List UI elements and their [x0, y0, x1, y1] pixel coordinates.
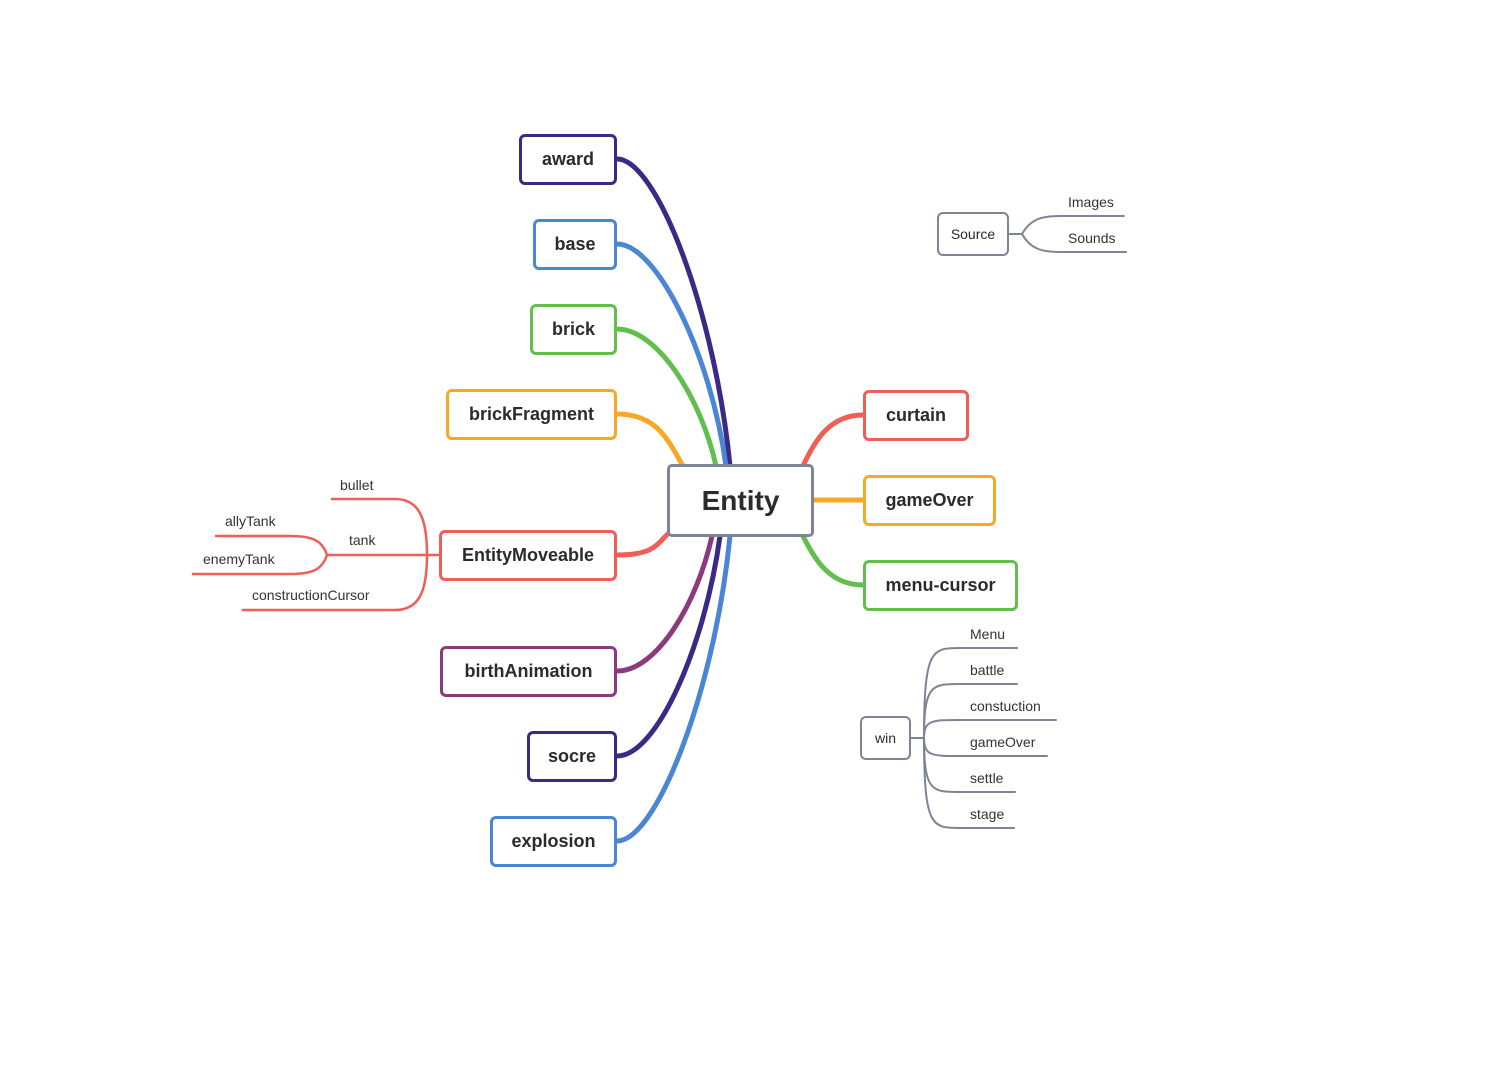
connector-base [614, 241, 729, 469]
connector-curtain [800, 412, 866, 469]
leaf-win-battle[interactable]: battle [970, 662, 1005, 678]
connector-images [1021, 215, 1125, 235]
leaf-sounds[interactable]: Sounds [1068, 230, 1116, 246]
connector-construction-cursor [241, 553, 429, 612]
node-source[interactable]: Source [937, 212, 1009, 256]
leaf-win-settle[interactable]: settle [970, 770, 1004, 786]
node-brick[interactable]: brick [530, 304, 617, 355]
connector-ally-tank [214, 534, 329, 557]
connector-enemy-tank [191, 553, 329, 576]
connector-sounds [1021, 233, 1127, 253]
leaf-construction-cursor[interactable]: constructionCursor [252, 587, 370, 603]
node-menu-cursor[interactable]: menu-cursor [863, 560, 1018, 611]
node-brick-fragment[interactable]: brickFragment [446, 389, 617, 440]
leaf-enemy-tank[interactable]: enemyTank [203, 551, 275, 567]
leaf-win-menu[interactable]: Menu [970, 626, 1006, 642]
leaf-bullet[interactable]: bullet [340, 477, 374, 493]
connector-bullet [330, 497, 429, 557]
leaf-ally-tank[interactable]: allyTank [225, 513, 276, 529]
connector-menu-cursor [800, 533, 866, 588]
node-socre[interactable]: socre [527, 731, 617, 782]
leaf-images[interactable]: Images [1068, 194, 1114, 210]
node-game-over[interactable]: gameOver [863, 475, 996, 526]
node-entity-moveable[interactable]: EntityMoveable [439, 530, 617, 581]
leaf-win-constuction[interactable]: constuction [970, 698, 1041, 714]
root-node-entity[interactable]: Entity [667, 464, 814, 537]
node-explosion[interactable]: explosion [490, 816, 617, 867]
node-win[interactable]: win [860, 716, 911, 760]
leaf-win-gameover[interactable]: gameOver [970, 734, 1036, 750]
connector-brick-fragment [614, 411, 686, 469]
node-base[interactable]: base [533, 219, 617, 270]
leaf-tank[interactable]: tank [349, 532, 376, 548]
connector-win-battle [923, 683, 1018, 739]
connector-socre [614, 533, 723, 759]
connector-brick [614, 326, 719, 469]
connector-win-constuction [923, 719, 1057, 739]
connector-entity-moveable [614, 527, 675, 558]
connector-birth-animation [614, 533, 715, 674]
connector-win-stage [923, 737, 1015, 829]
node-curtain[interactable]: curtain [863, 390, 969, 441]
node-award[interactable]: award [519, 134, 617, 185]
leaf-win-stage[interactable]: stage [970, 806, 1005, 822]
node-birth-animation[interactable]: birthAnimation [440, 646, 617, 697]
connector-explosion [614, 533, 733, 844]
connector-award [614, 156, 733, 469]
